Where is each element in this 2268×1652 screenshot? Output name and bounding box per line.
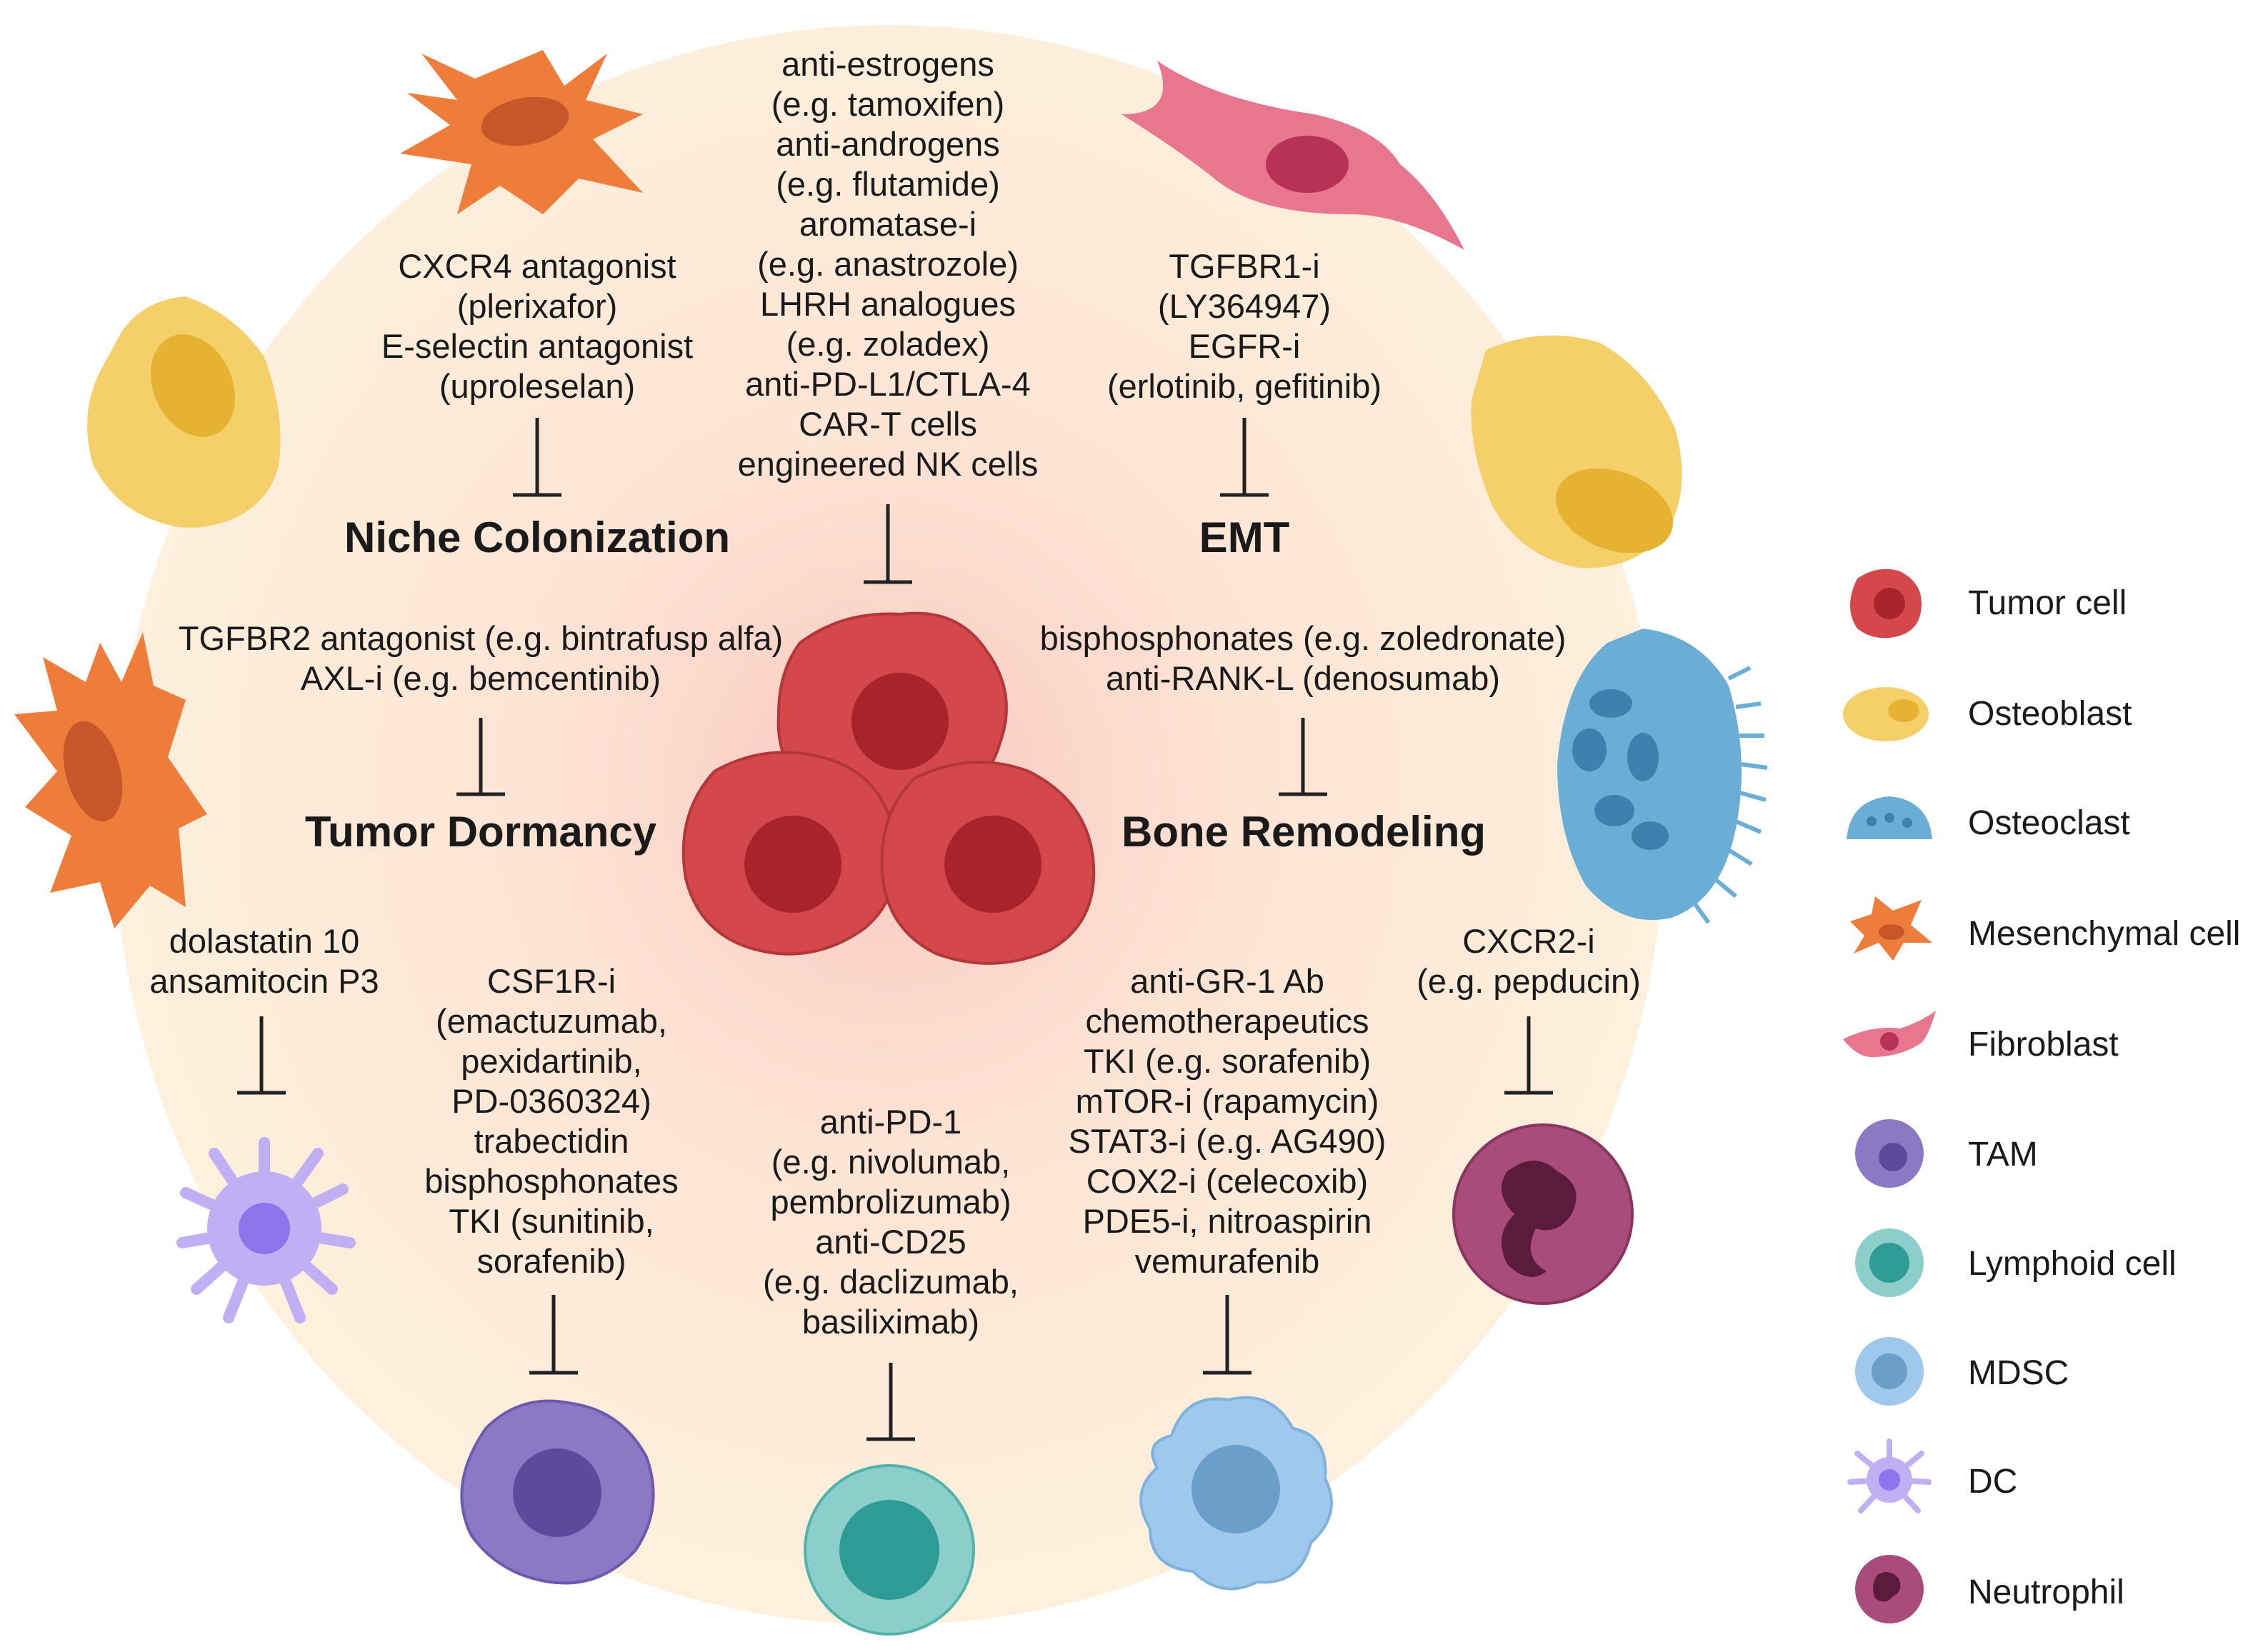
drugs-emt: TGFBR1-i (LY364947) EGFR-i (erlotinib, g… — [1106, 247, 1382, 405]
fibroblast-top — [1121, 61, 1464, 250]
dc-lower-left — [176, 1137, 356, 1323]
inhibition-arrow-center — [864, 504, 912, 584]
inhibition-arrow-mdsc — [1203, 1295, 1252, 1375]
neutrophil-icon — [1855, 1555, 1924, 1623]
process-label-bone-remodeling: Bone Remodeling — [1121, 808, 1487, 856]
osteoclast-icon — [1847, 796, 1932, 839]
mdsc-icon — [1855, 1337, 1924, 1406]
inhibition-arrow-neutrophil — [1504, 1016, 1553, 1095]
inhibition-arrow-bone — [1279, 718, 1327, 796]
tam-icon — [1855, 1119, 1924, 1188]
osteoclast-right — [1557, 629, 1768, 924]
drugs-bone: bisphosphonates (e.g. zoledronate) anti-… — [1039, 619, 1567, 697]
osteoblast-upper-right — [1471, 335, 1682, 569]
legend-label-mdsc: MDSC — [1968, 1354, 2069, 1392]
drugs-tam: CSF1R-i (emactuzumab, pexidartinib, PD-0… — [424, 962, 679, 1280]
mesenchymal-cell-icon — [1850, 896, 1932, 961]
tam-bottom — [460, 1399, 655, 1585]
neutrophil-right — [1452, 1123, 1634, 1305]
drugs-dc: dolastatin 10 ansamitocin P3 — [149, 922, 379, 1000]
osteoblast-icon — [1843, 687, 1929, 741]
mesenchymal-cell-left — [14, 632, 207, 928]
drugs-mdsc: anti-GR-1 Ab chemotherapeutics TKI (e.g.… — [1068, 962, 1387, 1280]
drugs-center: anti-estrogens (e.g. tamoxifen) anti-and… — [737, 45, 1039, 483]
legend-label-lymphoid-cell: Lymphoid cell — [1968, 1245, 2177, 1283]
fibroblast-icon — [1843, 1011, 1936, 1057]
tumor-cell-icon — [1850, 569, 1922, 639]
drugs-lymphoid: anti-PD-1 (e.g. nivolumab, pembrolizumab… — [763, 1103, 1019, 1341]
inhibition-arrow-lymphoid — [866, 1363, 915, 1441]
inhibition-arrow-emt — [1220, 418, 1269, 497]
dc-icon — [1847, 1438, 1932, 1513]
tumor-cell-cluster — [681, 611, 1096, 965]
legend-label-fibroblast: Fibroblast — [1968, 1026, 2119, 1063]
mesenchymal-cell-top — [400, 50, 643, 214]
legend-icons — [1843, 569, 1936, 1623]
lymphoid-cell-icon — [1855, 1228, 1924, 1297]
drugs-niche: CXCR4 antagonist (plerixafor) E-selectin… — [381, 247, 694, 405]
inhibition-arrow-niche — [513, 418, 561, 497]
osteoblast-upper-left — [87, 296, 281, 528]
drugs-dormancy: TGFBR2 antagonist (e.g. bintrafusp alfa)… — [178, 619, 784, 697]
legend-label-osteoclast: Osteoclast — [1968, 804, 2130, 842]
mdsc-bottom — [1139, 1396, 1333, 1591]
process-label-niche-colonization: Niche Colonization — [344, 514, 730, 561]
process-label-tumor-dormancy: Tumor Dormancy — [304, 808, 657, 856]
inhibition-arrow-dormancy — [456, 718, 505, 796]
legend-label-neutrophil: Neutrophil — [1968, 1573, 2124, 1611]
inhibition-arrow-dc — [237, 1016, 286, 1095]
drugs-neutrophil: CXCR2-i (e.g. pepducin) — [1417, 922, 1641, 1000]
legend-label-tam: TAM — [1968, 1136, 2038, 1173]
legend-label-osteoblast: Osteoblast — [1968, 695, 2132, 733]
legend-label-mesenchymal-cell: Mesenchymal cell — [1968, 915, 2241, 953]
legend-label-dc: DC — [1968, 1463, 2018, 1501]
inhibition-arrow-tam — [529, 1295, 578, 1375]
lymphoid-cell-bottom — [804, 1464, 975, 1636]
process-label-emt: EMT — [1199, 514, 1290, 561]
legend-label-tumor-cell: Tumor cell — [1968, 584, 2127, 622]
